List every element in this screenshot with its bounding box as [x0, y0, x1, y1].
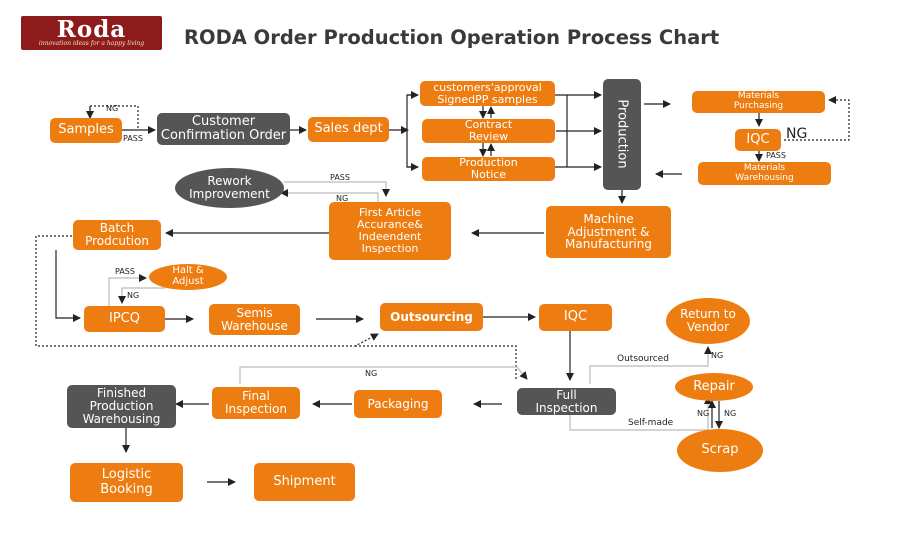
ng-label-samples: NG	[106, 104, 119, 113]
first-article-box: First Article Accurance& Indeendent Insp…	[329, 202, 451, 260]
pass-label-materials: PASS	[766, 151, 786, 160]
final-inspection-box: Final Inspection	[212, 387, 300, 419]
ng-label-final: NG	[365, 369, 378, 378]
ng-label-ipcq: NG	[127, 291, 140, 300]
logistic-booking-box: Logistic Booking	[70, 463, 183, 502]
sales-dept-box: Sales dept	[308, 117, 389, 142]
shipment-box: Shipment	[254, 463, 355, 501]
pass-label-rework: PASS	[330, 173, 350, 182]
contract-review-box: Contract Review	[422, 119, 555, 143]
semis-warehouse-box: Semis Warehouse	[209, 304, 300, 335]
repair-ellipse: Repair	[675, 373, 753, 401]
ng-label-repair-left: NG	[697, 409, 710, 418]
outsourcing-box: Outsourcing	[380, 303, 483, 331]
roda-logo: Roda innovation ideas for a happy living	[21, 16, 162, 50]
pass-label-ipcq: PASS	[115, 267, 135, 276]
rework-improvement-ellipse: Rework Improvement	[175, 168, 284, 208]
iqc-materials-box: IQC	[735, 129, 781, 151]
logo-text: Roda	[56, 16, 127, 43]
pass-label-samples: PASS	[123, 134, 143, 143]
logo-tagline: innovation ideas for a happy living	[38, 40, 145, 47]
materials-purchasing-box: Materials Purchasing	[692, 91, 825, 113]
iqc-incoming-box: IQC	[539, 304, 612, 331]
ng-label-return: NG	[711, 351, 724, 360]
outsourced-label: Outsourced	[617, 354, 669, 364]
self-made-label: Self-made	[628, 418, 674, 428]
return-vendor-ellipse: Return to Vendor	[666, 298, 750, 344]
materials-warehousing-box: Materials Warehousing	[698, 162, 831, 185]
machine-adjustment-box: Machine Adjustment & Manufacturing	[546, 206, 671, 258]
scrap-ellipse: Scrap	[677, 429, 763, 472]
page-title: RODA Order Production Operation Process …	[184, 26, 720, 49]
customer-confirmation-box: Customer Confirmation Order	[157, 113, 290, 145]
ng-label-materials: NG	[786, 126, 808, 142]
batch-production-box: Batch Prodcution	[73, 220, 161, 250]
ng-label-rework: NG	[336, 194, 349, 203]
production-notice-box: Production Notice	[422, 157, 555, 181]
ng-label-repair-right: NG	[724, 409, 737, 418]
customers-approval-box: customers'approval SignedPP samples	[420, 81, 555, 106]
full-inspection-box: Full Inspection	[517, 388, 616, 415]
samples-box: Samples	[50, 118, 122, 143]
halt-adjust-ellipse: Halt & Adjust	[149, 264, 227, 290]
finished-warehouse-box: Finished Production Warehousing	[67, 385, 176, 428]
bracket-sales	[406, 94, 412, 168]
production-label: Production	[615, 99, 631, 170]
production-box: Production	[603, 79, 641, 190]
ipcq-box: IPCQ	[84, 306, 165, 332]
packaging-box: Packaging	[354, 390, 442, 418]
